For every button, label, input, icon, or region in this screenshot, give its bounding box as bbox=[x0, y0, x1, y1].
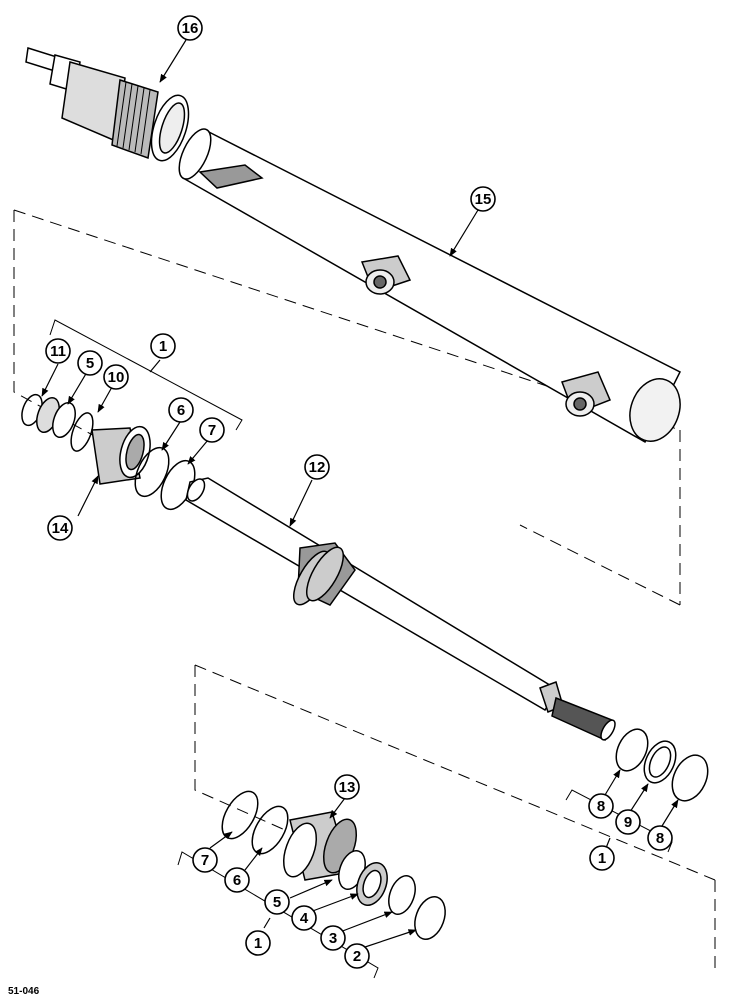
callout-c1a: 1 bbox=[150, 333, 176, 359]
o-ring-part-7-lower bbox=[221, 790, 259, 840]
piston-rod-part-12 bbox=[185, 477, 616, 742]
callout-c16: 16 bbox=[177, 15, 203, 41]
callout-label: 8 bbox=[656, 830, 664, 847]
callout-circle bbox=[344, 943, 370, 969]
callout-circle bbox=[615, 809, 641, 835]
callout-label: 7 bbox=[201, 852, 209, 869]
callout-c6b: 6 bbox=[224, 867, 250, 893]
callout-circle bbox=[264, 889, 290, 915]
callout-label: 7 bbox=[208, 422, 216, 439]
bushing-part-5 bbox=[36, 396, 76, 439]
ring-part-3 bbox=[388, 875, 416, 915]
lower-right-ring-kit bbox=[615, 728, 709, 802]
callout-circle bbox=[291, 905, 317, 931]
callout-label: 2 bbox=[353, 948, 361, 965]
callout-label: 10 bbox=[108, 369, 125, 386]
callout-label: 1 bbox=[254, 935, 262, 952]
callout-label: 4 bbox=[300, 910, 309, 927]
callout-label: 5 bbox=[273, 894, 281, 911]
callout-label: 9 bbox=[624, 814, 632, 831]
callout-c10: 10 bbox=[103, 364, 129, 390]
lower-seal-kit bbox=[221, 790, 446, 940]
figure-number: 51-046 bbox=[8, 986, 40, 997]
callout-circle bbox=[224, 867, 250, 893]
rod-end-part-16 bbox=[25, 47, 190, 162]
callout-label: 11 bbox=[50, 343, 66, 360]
callout-c9: 9 bbox=[615, 809, 641, 835]
callout-circle bbox=[45, 338, 71, 364]
callout-circle bbox=[150, 333, 176, 359]
callout-c3: 3 bbox=[320, 925, 346, 951]
callout-circle bbox=[647, 825, 673, 851]
leader-lines bbox=[41, 39, 679, 949]
callout-c8a: 8 bbox=[588, 793, 614, 819]
callout-label: 16 bbox=[182, 20, 199, 37]
callout-label: 8 bbox=[597, 798, 605, 815]
callout-label: 12 bbox=[309, 459, 326, 476]
callout-c12: 12 bbox=[304, 454, 330, 480]
callout-c7a: 7 bbox=[199, 417, 225, 443]
callout-c5b: 5 bbox=[264, 889, 290, 915]
callout-circle bbox=[334, 774, 360, 800]
callout-label: 6 bbox=[233, 872, 241, 889]
callout-c6a: 6 bbox=[168, 397, 194, 423]
callout-circle bbox=[103, 364, 129, 390]
cylinder-barrel-part-15 bbox=[178, 128, 682, 444]
callout-circle bbox=[168, 397, 194, 423]
callout-c4: 4 bbox=[291, 905, 317, 931]
ring-part-9 bbox=[643, 740, 677, 784]
callout-c15: 15 bbox=[470, 186, 496, 212]
callout-c1c: 1 bbox=[589, 845, 615, 871]
upper-seal-kit bbox=[21, 393, 196, 511]
seal-part-10 bbox=[70, 412, 94, 452]
callout-circle bbox=[77, 350, 103, 376]
callout-label: 1 bbox=[159, 338, 167, 355]
callout-label: 13 bbox=[339, 779, 356, 796]
callout-circle bbox=[304, 454, 330, 480]
callout-c5a: 5 bbox=[77, 350, 103, 376]
piston-gland-part-14 bbox=[91, 425, 151, 485]
callout-circle bbox=[47, 515, 73, 541]
callout-circle bbox=[177, 15, 203, 41]
callout-circle bbox=[199, 417, 225, 443]
callout-circle bbox=[320, 925, 346, 951]
callout-label: 5 bbox=[86, 355, 94, 372]
ring-part-8-second bbox=[671, 754, 709, 802]
upper-dashed-guide bbox=[13, 209, 681, 606]
callout-c2: 2 bbox=[344, 943, 370, 969]
callout-label: 14 bbox=[52, 520, 69, 537]
callout-c1b: 1 bbox=[245, 930, 271, 956]
callout-c13: 13 bbox=[334, 774, 360, 800]
ring-part-8-first bbox=[615, 728, 649, 772]
callout-label: 15 bbox=[475, 191, 492, 208]
callout-circle bbox=[470, 186, 496, 212]
callout-label: 1 bbox=[598, 850, 606, 867]
callout-c8b: 8 bbox=[647, 825, 673, 851]
callout-circle bbox=[245, 930, 271, 956]
callout-circle bbox=[192, 847, 218, 873]
callout-c11: 11 bbox=[45, 338, 71, 364]
callout-c14: 14 bbox=[47, 515, 73, 541]
callout-label: 6 bbox=[177, 402, 185, 419]
lock-washer-part-2 bbox=[414, 896, 446, 940]
callout-label: 3 bbox=[329, 930, 337, 947]
callout-c7b: 7 bbox=[192, 847, 218, 873]
callout-circle bbox=[588, 793, 614, 819]
callout-circle bbox=[589, 845, 615, 871]
